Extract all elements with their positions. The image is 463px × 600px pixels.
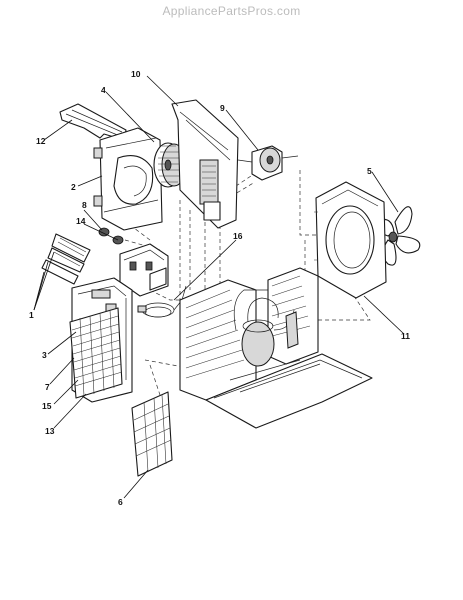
part-8-control-knobs (98, 227, 124, 245)
chassis-base-assembly (179, 267, 373, 429)
callout-12: 12 (36, 136, 46, 146)
callout-10: 10 (131, 69, 141, 79)
callout-14: 14 (76, 216, 86, 226)
site-watermark: AppliancePartsPros.com (162, 4, 301, 18)
callout-1: 1 (29, 310, 34, 320)
callout-13: 13 (45, 426, 55, 436)
callout-3: 3 (42, 350, 47, 360)
callout-6: 6 (118, 497, 123, 507)
part-2-blower-housing (93, 127, 163, 231)
part-7-front-grille (69, 307, 123, 399)
callout-9: 9 (220, 103, 225, 113)
part-16-power-cord (137, 285, 187, 318)
callout-5: 5 (367, 166, 372, 176)
callout-8: 8 (82, 200, 87, 210)
part-6-air-filter (131, 391, 173, 477)
part-5-condenser-fan-blade (373, 206, 421, 266)
callout-16: 16 (233, 231, 243, 241)
part-11-condenser-shroud (314, 181, 388, 299)
callout-4: 4 (101, 85, 106, 95)
part-12-top-bracket (59, 103, 127, 141)
part-10-partition-panel (171, 99, 239, 229)
callout-15: 15 (42, 401, 52, 411)
callout-2: 2 (71, 182, 76, 192)
part-9-fan-motor (237, 145, 299, 181)
callout-11: 11 (401, 331, 410, 341)
part-1-louver-set (41, 233, 91, 285)
callout-labels: 10 4 9 5 12 2 8 14 16 11 1 3 7 15 13 6 (29, 69, 410, 507)
callout-7: 7 (45, 382, 50, 392)
callout-leader-lines (33, 75, 405, 499)
